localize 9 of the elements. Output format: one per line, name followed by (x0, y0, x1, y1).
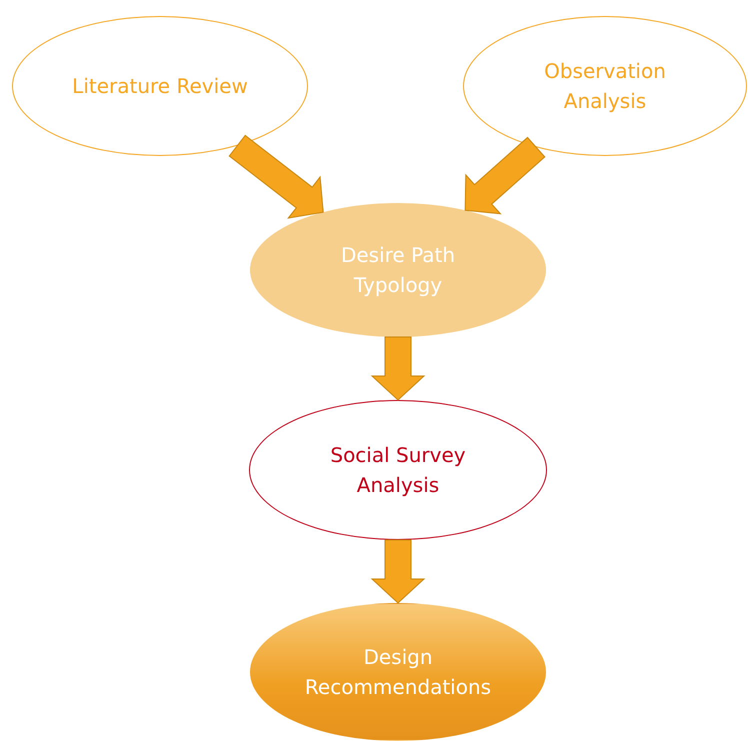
node-label: Observation Analysis (543, 58, 667, 115)
node-label: Design Recommendations (304, 644, 492, 701)
block-arrow (228, 134, 324, 219)
node-label: Social Survey Analysis (329, 442, 467, 499)
node-label: Literature Review (72, 73, 248, 100)
block-arrow (370, 336, 426, 401)
block-arrow (464, 136, 546, 214)
block-arrow (370, 540, 426, 604)
node-label: Desire Path Typology (340, 242, 456, 299)
